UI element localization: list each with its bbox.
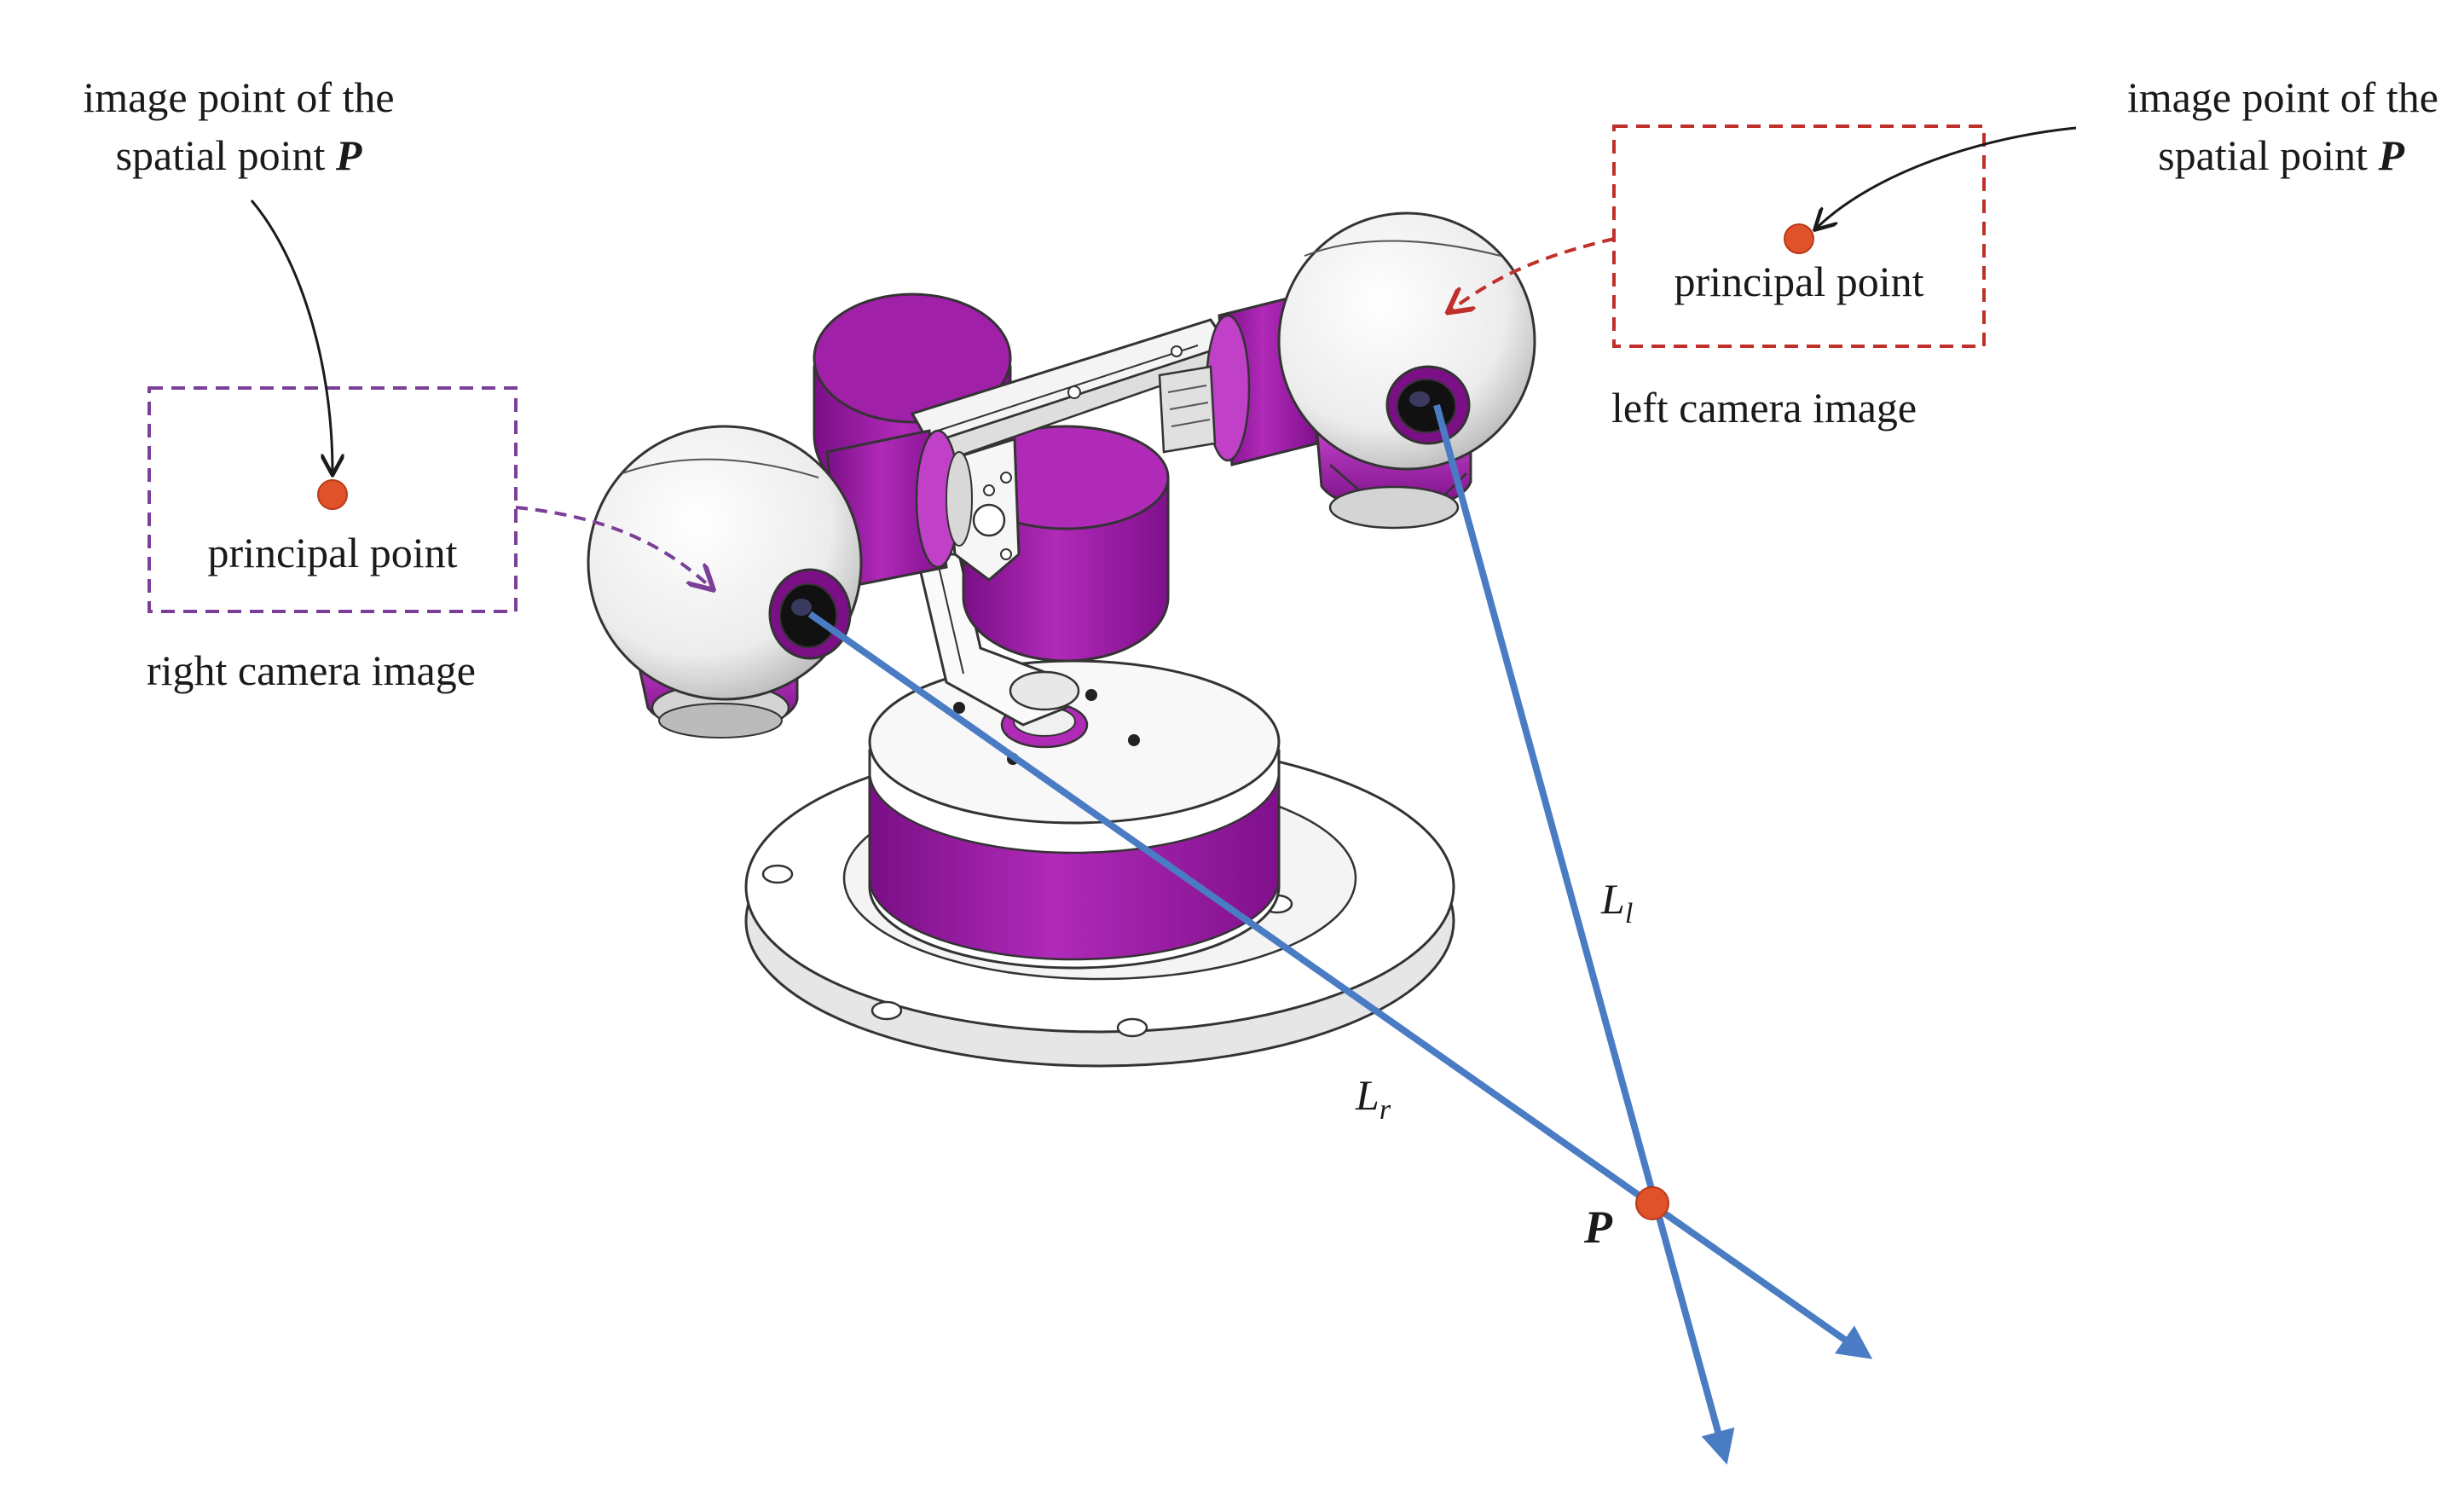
right-camera-image-box [147,386,518,613]
left-camera-image-box [1612,125,1986,348]
ray-right-camera [807,611,1873,1359]
robot-illustration [587,211,1536,1068]
left-callout-line1: image point of the [83,73,395,121]
left-camera-head [1277,211,1536,530]
ray-left-symbol: L [1601,875,1625,923]
left-box-connector [1449,237,1615,311]
left-callout-arrow [250,200,333,473]
right-box-principal-point-label: principal point [207,529,458,576]
right-callout-arrow [1816,126,2077,229]
right-callout-line2-text: spatial point [2158,131,2368,179]
right-camera-image-caption: right camera image [147,646,476,694]
ray-left-subscript: l [1624,898,1634,930]
ray-left-camera [1433,403,1735,1465]
left-callout-line2: spatial point P [34,126,443,184]
ray-left-label: Ll [1601,874,1633,930]
spatial-point-marker [1635,1186,1669,1220]
ray-right-label: Lr [1356,1070,1391,1127]
right-callout-line1: image point of the [2126,73,2438,121]
right-camera-head [587,425,863,739]
right-box-connector [515,506,712,588]
robot-arm-link [915,553,1080,727]
spatial-point-label: P [1584,1202,1612,1253]
left-camera-image-caption: left camera image [1611,384,1917,432]
left-callout-point-symbol: P [335,131,362,179]
left-image-point-marker [1784,223,1814,254]
right-image-point-marker [317,479,348,510]
left-callout-label: image point of the spatial point P [34,68,443,184]
ray-right-subscript: r [1379,1094,1391,1126]
right-callout-label: image point of the spatial point P [2012,68,2438,184]
right-callout-point-symbol: P [2378,131,2404,179]
ray-right-symbol: L [1356,1071,1379,1119]
robot-base-cylinder [868,659,1281,970]
left-callout-line2-text: spatial point [115,131,326,179]
right-callout-line2: spatial point P [2012,126,2438,184]
left-box-principal-point-label: principal point [1674,258,1924,305]
